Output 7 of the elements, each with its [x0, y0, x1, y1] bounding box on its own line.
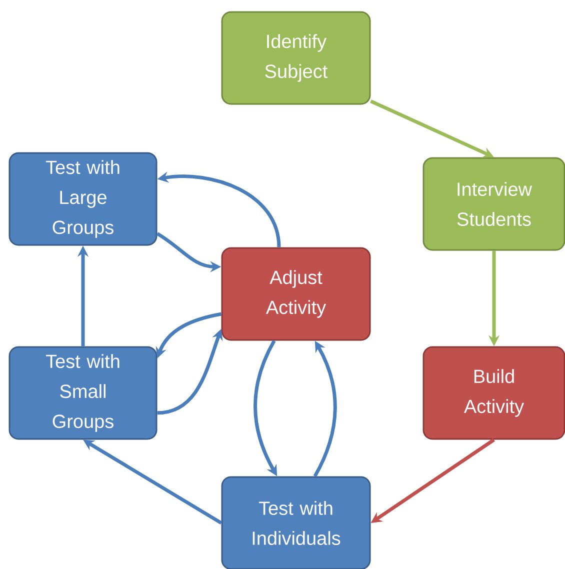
- process-box: Test with Large Groups: [8, 152, 158, 246]
- process-box: Build Activity: [422, 346, 565, 440]
- process-box: Test with Individuals: [221, 476, 371, 569]
- process-box: Test with Small Groups: [8, 346, 158, 440]
- process-box: Adjust Activity: [221, 247, 371, 341]
- process-box: Interview Students: [422, 157, 565, 251]
- process-box: Identify Subject: [221, 11, 371, 105]
